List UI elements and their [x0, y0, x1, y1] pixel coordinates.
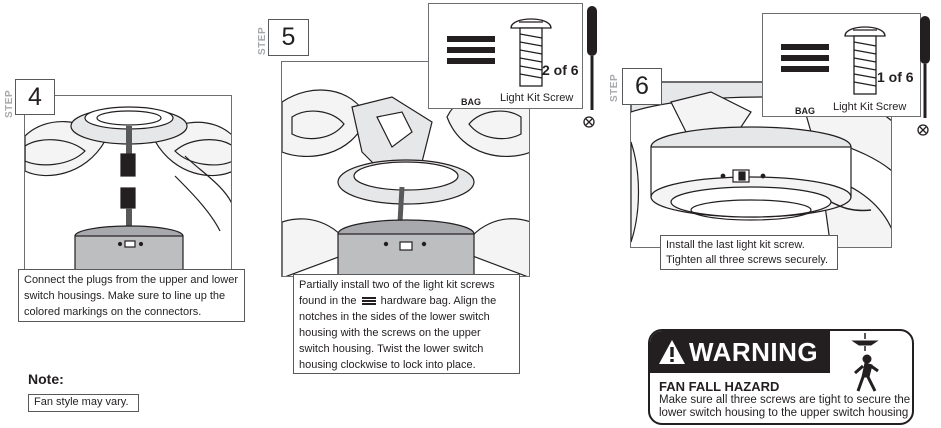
note-text: Fan style may vary.: [34, 396, 129, 408]
step-6-label: STEP: [609, 73, 620, 102]
step-6-hardware-callout: BAG 1 of 6 Light Kit Screw: [762, 13, 921, 117]
step-5-label: STEP: [257, 26, 268, 55]
step-5-number: 5: [268, 19, 309, 56]
screwdriver-icon: [587, 6, 597, 110]
step-6-caption-line-2: Tighten all three screws securely.: [666, 254, 829, 266]
step-4-label: STEP: [4, 89, 15, 118]
step-4-caption: Connect the plugs from the upper and low…: [18, 269, 245, 322]
bag-icon: [781, 44, 829, 72]
step-5-caption-text-1: Partially install two of the light kit s…: [299, 279, 495, 307]
screwdriver-icon: [920, 16, 930, 118]
hazard-title: FAN FALL HAZARD: [659, 379, 780, 394]
screw-icon: [510, 18, 552, 87]
bag-icon: [447, 36, 495, 64]
step-5-caption: Partially install two of the light kit s…: [293, 274, 520, 374]
screw-label: Light Kit Screw: [500, 92, 574, 104]
phillips-icon: [917, 124, 929, 136]
step-4-number: 4: [15, 79, 55, 115]
bag-label: BAG: [461, 97, 481, 107]
step-5-hardware-callout: BAG 2 of 6 Light Kit Screw: [428, 3, 583, 109]
hazard-body: Make sure all three screws are tight to …: [659, 394, 911, 420]
screw-icon: [844, 26, 886, 95]
warning-label: WARNING: [689, 337, 819, 367]
step-5-caption-text-2: hardware bag. Align the notches in the s…: [299, 295, 497, 371]
phillips-icon: [583, 116, 595, 128]
note-box: Fan style may vary.: [28, 394, 139, 412]
warning-box: WARNING FAN FALL HAZARD Make sure all th…: [648, 329, 914, 425]
note-title: Note:: [28, 371, 64, 387]
step-6-number: 6: [622, 68, 662, 105]
hazard-body-line-1: Make sure all three screws are tight to …: [659, 394, 911, 406]
bag-inline-icon: [361, 297, 376, 306]
hazard-body-line-2: lower switch housing to the upper switch…: [659, 407, 909, 419]
screw-count: 2 of 6: [542, 62, 579, 78]
falling-fan-person-icon: [851, 333, 879, 392]
screw-count: 1 of 6: [877, 69, 914, 85]
step-4-caption-text: Connect the plugs from the upper and low…: [24, 274, 239, 318]
bag-label: BAG: [795, 106, 815, 116]
step-6-caption: Install the last light kit screw. Tighte…: [660, 235, 838, 270]
warning-banner: [650, 331, 830, 373]
warning-triangle-icon: [659, 340, 685, 364]
step-6-caption-line-1: Install the last light kit screw.: [666, 239, 805, 251]
screw-label: Light Kit Screw: [833, 101, 907, 113]
